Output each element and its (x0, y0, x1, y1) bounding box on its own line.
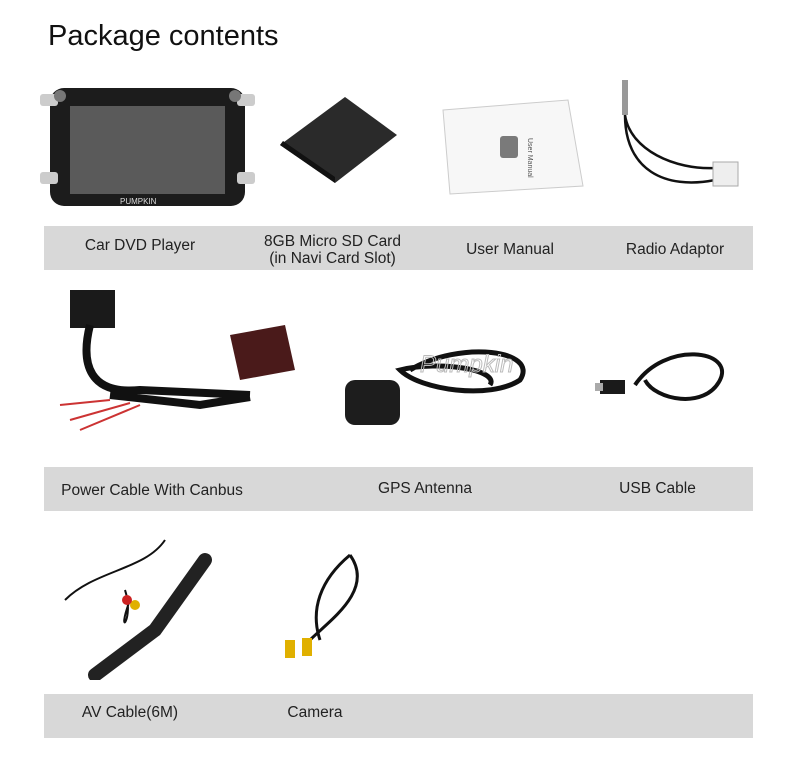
watermark-text: Pumpkin (420, 351, 513, 378)
item-label: 8GB Micro SD Card(in Navi Card Slot) (250, 233, 415, 267)
usb-cable-image (595, 352, 724, 401)
svg-text:User Manual: User Manual (526, 138, 533, 178)
page-title: Package contents (48, 20, 279, 52)
radio-adaptor-image (622, 80, 739, 187)
item-label: AV Cable(6M) (81, 704, 179, 721)
item-label-line: (in Navi Card Slot) (269, 250, 396, 267)
micro-sd-card-image (280, 97, 397, 183)
svg-text:PUMPKIN: PUMPKIN (120, 197, 157, 206)
label-bar-row-3 (44, 694, 753, 738)
item-label: Camera (287, 704, 343, 721)
item-label: Power Cable With Canbus (61, 482, 243, 499)
item-label: User Manual (466, 241, 554, 258)
item-label: USB Cable (619, 480, 696, 497)
item-label: GPS Antenna (378, 480, 472, 497)
label-bar-row-2 (44, 467, 753, 511)
label-bar-row-1 (44, 226, 753, 270)
user-manual-image: User Manual (442, 99, 584, 195)
item-label: Radio Adaptor (625, 241, 725, 258)
power-cable-image (59, 290, 295, 431)
item-label: Car DVD Player (84, 237, 196, 254)
av-cable-image (64, 539, 212, 680)
camera-cable-image (285, 553, 359, 658)
car-dvd-player-image: PUMPKIN (40, 88, 255, 206)
item-label-line: 8GB Micro SD Card (264, 233, 401, 250)
gps-antenna-image: Pumpkin (345, 349, 526, 425)
